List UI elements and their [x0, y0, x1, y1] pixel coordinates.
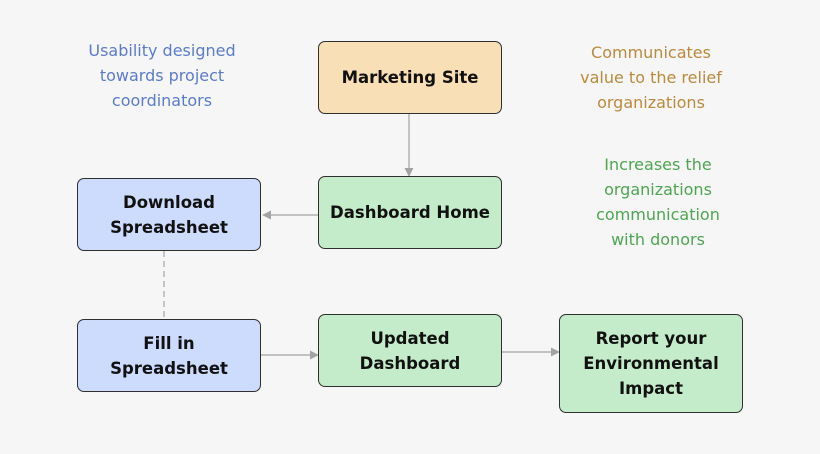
- note-increases: Increases the organizations communicatio…: [596, 155, 720, 249]
- note-communicates: Communicates value to the relief organiz…: [580, 43, 722, 112]
- note-usability: Usability designed towards project coord…: [88, 41, 236, 110]
- node-download-spreadsheet: Download Spreadsheet: [77, 178, 261, 251]
- node-updated-dashboard: Updated Dashboard: [318, 314, 502, 387]
- node-dashboard-home: Dashboard Home: [318, 176, 502, 249]
- node-report-impact: Report your Environmental Impact: [559, 314, 743, 413]
- node-fill-spreadsheet: Fill in Spreadsheet: [77, 319, 261, 392]
- node-marketing-site: Marketing Site: [318, 41, 502, 114]
